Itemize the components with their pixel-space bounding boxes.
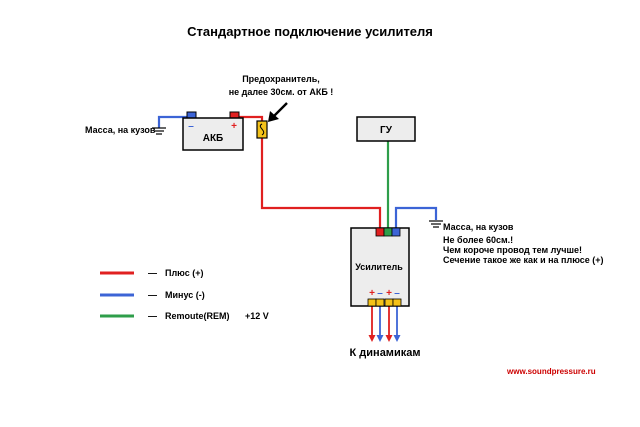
fuse (256, 120, 268, 139)
legend-dash: — (148, 311, 157, 321)
battery-label: АКБ (203, 133, 224, 144)
ground-left-label: Масса, на кузов (85, 125, 156, 135)
watermark-text: www.soundpressure.ru (506, 367, 596, 376)
battery: – + АКБ (182, 111, 244, 151)
amp-output-sign: – (394, 288, 400, 299)
ground-right-label: Масса, на кузов (443, 222, 514, 232)
amp-output-terminal (375, 298, 385, 307)
ground-right-note3: Сечение такое же как и на плюсе (+) (443, 255, 604, 265)
fuse-note-line1: Предохранитель, (242, 74, 320, 84)
amplifier: Усилитель + – + – (350, 227, 410, 307)
amp-output-terminal (392, 298, 402, 307)
speakers-label: К динамикам (350, 347, 421, 359)
amp-output-sign: + (386, 288, 392, 299)
amp-output-terminal (367, 298, 377, 307)
page-title: Стандартное подключение усилителя (187, 24, 433, 39)
legend-extra: +12 V (245, 311, 269, 321)
legend-dash: — (148, 268, 157, 278)
amp-output-terminal (384, 298, 394, 307)
legend-label: Плюс (+) (165, 268, 204, 278)
ground-icon (429, 220, 443, 228)
legend-label: Минус (-) (165, 290, 205, 300)
legend: — Плюс (+) — Минус (-) — Remoute(REM) +1… (100, 268, 269, 321)
amp-output-sign: – (377, 288, 383, 299)
legend-dash: — (148, 290, 157, 300)
amp-minus-terminal (391, 227, 401, 237)
amp-plus-terminal (375, 227, 385, 237)
legend-item-minus: — Минус (-) (100, 290, 205, 300)
ground-right-note1: Не более 60см.! (443, 235, 513, 245)
battery-minus-sign: – (188, 121, 194, 132)
legend-item-plus: — Плюс (+) (100, 268, 204, 278)
head-unit-label: ГУ (380, 125, 393, 136)
amp-rem-terminal (383, 227, 393, 237)
amplifier-label: Усилитель (355, 262, 403, 272)
fuse-note-line2: не далее 30см. от АКБ ! (229, 87, 334, 97)
fuse-pointer-arrow (268, 102, 288, 122)
wire-battery-to-fuse (235, 115, 264, 122)
legend-label: Remoute(REM) (165, 311, 230, 321)
wire-fuse-to-amp (260, 138, 382, 228)
speaker-wires (368, 306, 401, 342)
battery-plus-sign: + (231, 121, 237, 132)
legend-item-rem: — Remoute(REM) +12 V (100, 311, 269, 321)
ground-icon (152, 127, 166, 135)
amp-output-sign: + (369, 288, 375, 299)
ground-right-note2: Чем короче провод тем лучше! (443, 245, 582, 255)
wire-battery-ground (157, 115, 191, 128)
wire-amp-ground (394, 206, 438, 228)
head-unit: ГУ (356, 116, 416, 142)
